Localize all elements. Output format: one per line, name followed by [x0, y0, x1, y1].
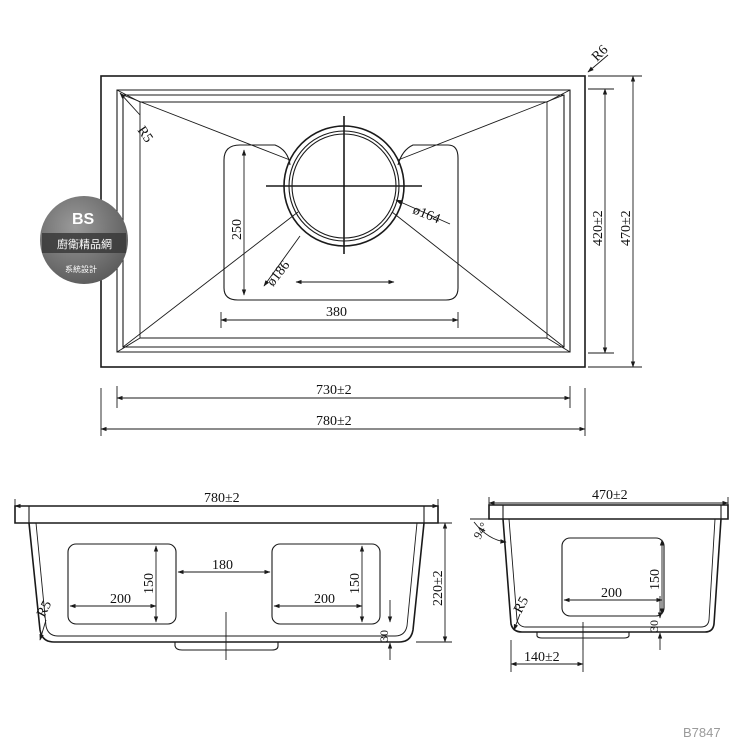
front-r5-label: R5	[34, 598, 55, 619]
side-150-label: 150	[648, 569, 663, 590]
r5-leader	[119, 92, 141, 116]
front-view: 780±2 180 200 150 200 150 R5 220±2 30	[14, 491, 452, 660]
front-780-label: 780±2	[204, 491, 240, 506]
logo-band	[42, 233, 126, 253]
side-bowl-inner	[508, 518, 716, 628]
front-flange	[14, 505, 439, 524]
front-drain	[174, 642, 279, 651]
brand-logo: BS 廚衛精品網 系統設計	[40, 196, 128, 284]
front-220-label: 220±2	[431, 570, 446, 606]
r6-leader	[587, 54, 609, 73]
front-right-200-label: 200	[314, 592, 335, 607]
side-angle-label: 94°	[470, 520, 491, 542]
slope-line	[116, 337, 141, 353]
logo-name: 廚衛精品網	[57, 237, 112, 251]
channel-line	[122, 211, 299, 348]
front-180-label: 180	[212, 558, 233, 573]
front-left-panel	[67, 543, 177, 625]
front-30-label: 30	[377, 630, 391, 642]
side-470-label: 470±2	[592, 488, 628, 503]
top-r6-label: R6	[589, 43, 611, 65]
watermark-code: B7847	[683, 725, 721, 740]
side-view: 470±2 94° 200 150 R5 30 140±2	[470, 488, 729, 672]
top-730-label: 730±2	[316, 383, 352, 398]
top-780-label: 780±2	[316, 414, 352, 429]
front-right-150-label: 150	[348, 573, 363, 594]
top-380-label: 380	[326, 305, 347, 320]
side-r5-label: R5	[511, 594, 532, 615]
side-flange	[488, 504, 729, 520]
channel-line	[122, 94, 291, 161]
side-140-label: 140±2	[524, 650, 560, 665]
top-250-label: 250	[230, 219, 245, 240]
channel-line	[397, 94, 565, 161]
side-angle-arc	[473, 521, 507, 544]
side-r5-leader	[513, 613, 521, 631]
top-420-label: 420±2	[591, 210, 606, 246]
top-r5-label: R5	[134, 124, 156, 146]
top-view: R5 R6 250 380 ø186 ø164 420±2 470±2	[100, 43, 642, 436]
top-flange-outline	[100, 75, 586, 368]
top-d164-label: ø164	[411, 203, 443, 227]
side-200-label: 200	[601, 586, 622, 601]
d164-leader	[395, 199, 451, 225]
channel-line	[391, 211, 565, 348]
front-right-panel	[271, 543, 381, 625]
front-r5-leader	[39, 619, 47, 641]
front-left-200-label: 200	[110, 592, 131, 607]
d186-leader	[263, 235, 301, 287]
front-bowl-inner	[35, 522, 418, 637]
top-470-label: 470±2	[619, 210, 634, 246]
recessed-floor	[223, 144, 459, 301]
logo-tagline: 系統設計	[65, 264, 97, 274]
top-d186-label: ø186	[264, 258, 293, 289]
logo-initials: BS	[72, 211, 95, 228]
slope-line	[546, 337, 571, 353]
front-left-150-label: 150	[142, 573, 157, 594]
side-30-label: 30	[647, 620, 661, 632]
side-bowl-body	[502, 518, 722, 633]
